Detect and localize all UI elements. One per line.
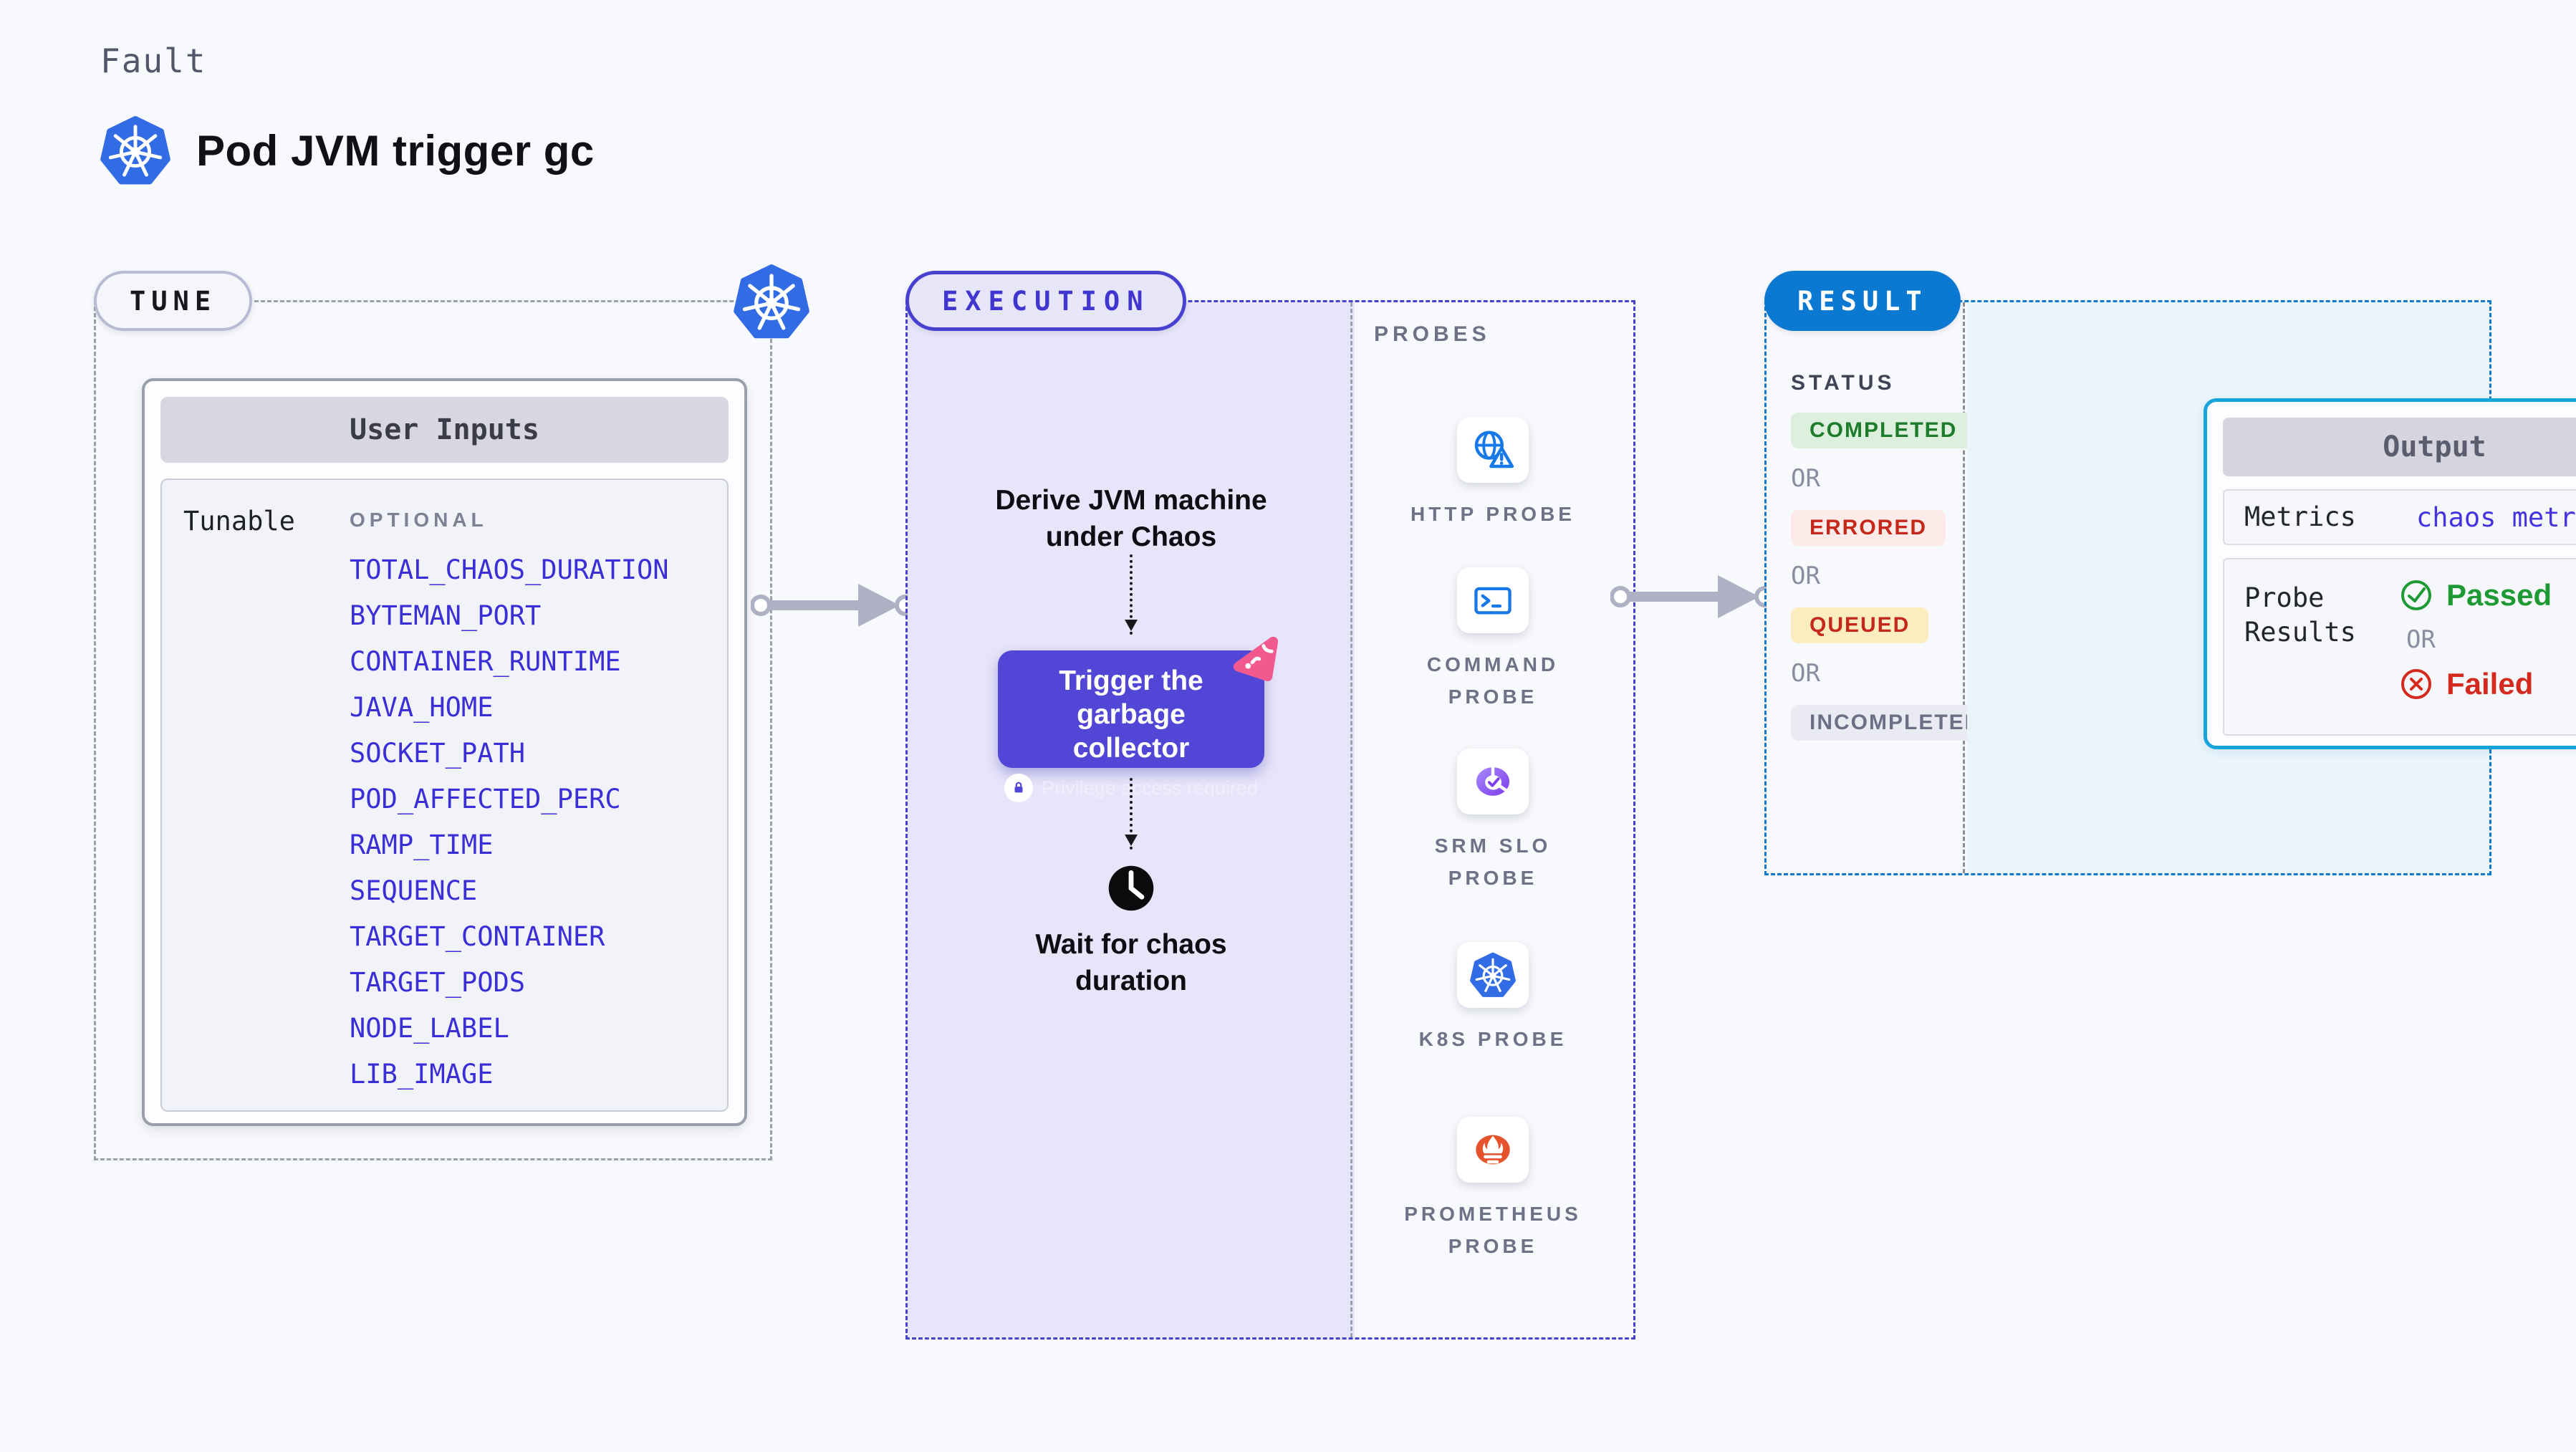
tunables-panel: Tunable OPTIONAL TOTAL_CHAOS_DURATION BY… xyxy=(160,479,729,1112)
tunable-row-label: Tunable xyxy=(183,506,295,537)
passed-label: Passed xyxy=(2446,578,2552,612)
page-title: Pod JVM trigger gc xyxy=(196,127,595,175)
probe-item-k8s: K8S PROBE xyxy=(1402,941,1585,1056)
status-badge-completed: COMPLETED xyxy=(1791,413,1976,448)
tunable-link[interactable]: JAVA_HOME xyxy=(350,692,494,723)
probe-results-row: Probe Results Passed OR xyxy=(2223,558,2576,736)
status-badge-errored: ERRORED xyxy=(1791,510,1946,546)
execution-badge: EXECUTION xyxy=(905,271,1187,331)
kubernetes-icon xyxy=(100,115,170,185)
tunable-link[interactable]: NODE_LABEL xyxy=(350,1013,509,1044)
probes-panel: PROBES HTTP PROBE xyxy=(1350,302,1633,1337)
or-label: OR xyxy=(1791,659,1820,688)
output-card: Output Metrics chaos metrics Probe Resul… xyxy=(2203,398,2576,749)
optional-column-label: OPTIONAL xyxy=(350,509,488,531)
execution-section: EXECUTION Derive JVM machine under Chaos… xyxy=(905,271,1635,1340)
tunable-link[interactable]: CONTAINER_RUNTIME xyxy=(350,646,621,677)
output-title: Output xyxy=(2223,418,2576,476)
derive-step-text: Derive JVM machine under Chaos xyxy=(995,485,1267,552)
command-probe-card[interactable] xyxy=(1457,567,1529,633)
tunable-link[interactable]: SOCKET_PATH xyxy=(350,738,526,769)
tunable-link[interactable]: TARGET_PODS xyxy=(350,967,526,998)
globe-alert-icon xyxy=(1474,431,1514,468)
chaos-metrics-link[interactable]: chaos metrics xyxy=(2416,501,2576,533)
probe-name: COMMAND PROBE xyxy=(1426,653,1559,708)
metrics-label: Metrics xyxy=(2244,501,2356,532)
result-section: RESULT STATUS COMPLETED OR ERRORED OR QU… xyxy=(1764,271,2576,875)
status-label: STATUS xyxy=(1791,371,1895,395)
trigger-gc-node: Trigger the garbage collector Privilege … xyxy=(998,636,1279,803)
or-label: OR xyxy=(2406,625,2436,654)
status-badge-incompleted: INCOMPLETED xyxy=(1791,705,2001,741)
x-circle-icon xyxy=(2401,669,2431,699)
probes-label: PROBES xyxy=(1374,322,1491,346)
prometheus-icon xyxy=(1476,1135,1510,1165)
check-circle-icon xyxy=(2401,580,2431,610)
probe-item-prometheus: PROMETHEUS PROBE xyxy=(1402,1116,1585,1263)
tunable-link[interactable]: BYTEMAN_PORT xyxy=(350,600,542,631)
privilege-note-text: Privilege access required xyxy=(1042,777,1258,799)
terminal-icon xyxy=(1474,587,1512,615)
result-badge: RESULT xyxy=(1764,271,1961,331)
tunable-list: TOTAL_CHAOS_DURATION BYTEMAN_PORT CONTAI… xyxy=(350,556,669,1106)
tunable-link[interactable]: TOTAL_CHAOS_DURATION xyxy=(350,554,669,585)
user-inputs-card: User Inputs Tunable OPTIONAL TOTAL_CHAOS… xyxy=(142,378,747,1126)
probe-name: SRM SLO PROBE xyxy=(1434,835,1552,890)
tunable-link[interactable]: LIB_IMAGE xyxy=(350,1059,494,1090)
dotted-connector xyxy=(1125,554,1138,635)
tunable-link[interactable]: SEQUENCE xyxy=(350,875,478,906)
k8s-probe-card[interactable] xyxy=(1457,941,1529,1008)
status-badge-queued: QUEUED xyxy=(1791,607,1929,643)
slo-donut-icon xyxy=(1476,766,1510,797)
fault-kicker: Fault xyxy=(100,42,207,80)
probe-results-values: Passed OR Failed xyxy=(2399,578,2552,701)
metrics-row: Metrics chaos metrics xyxy=(2223,489,2576,545)
probe-name: K8S PROBE xyxy=(1418,1027,1567,1050)
trigger-gc-title: Trigger the garbage collector xyxy=(1059,665,1203,764)
clock-icon xyxy=(1108,865,1154,911)
probe-item-command: COMMAND PROBE xyxy=(1402,567,1585,713)
user-inputs-title: User Inputs xyxy=(160,397,729,463)
probe-name: PROMETHEUS PROBE xyxy=(1404,1202,1582,1257)
kubernetes-icon xyxy=(1470,952,1516,997)
probe-item-srm-slo: SRM SLO PROBE xyxy=(1402,749,1585,895)
prometheus-probe-card[interactable] xyxy=(1457,1116,1529,1183)
execution-flow-pane: Derive JVM machine under Chaos Trigger t… xyxy=(908,302,1355,1337)
or-label: OR xyxy=(1791,464,1820,493)
tunable-link[interactable]: TARGET_CONTAINER xyxy=(350,921,605,952)
passed-line: Passed xyxy=(2399,578,2552,612)
probe-results-label: Probe Results xyxy=(2244,582,2356,648)
output-area: Output Metrics chaos metrics Probe Resul… xyxy=(1967,302,2576,873)
wait-step-text: Wait for chaos duration xyxy=(1035,929,1227,996)
dotted-connector xyxy=(1125,778,1138,850)
probe-item-http: HTTP PROBE xyxy=(1402,417,1585,531)
kubernetes-icon xyxy=(734,264,809,339)
chaos-cursor-icon xyxy=(1233,636,1279,682)
failed-line: Failed xyxy=(2399,667,2552,701)
privilege-note: Privilege access required xyxy=(998,774,1264,803)
or-label: OR xyxy=(1791,562,1820,590)
flow-arrow-icon xyxy=(751,584,915,627)
tunable-link[interactable]: POD_AFFECTED_PERC xyxy=(350,784,621,814)
flow-arrow-icon xyxy=(1610,575,1775,618)
srm-slo-probe-card[interactable] xyxy=(1457,749,1529,815)
probe-name: HTTP PROBE xyxy=(1410,503,1575,525)
status-column: STATUS COMPLETED OR ERRORED OR QUEUED OR… xyxy=(1767,302,2001,873)
lock-icon xyxy=(1004,774,1034,803)
tune-section: TUNE User Inputs Tunable OPTIONAL TOTAL_… xyxy=(94,264,809,1160)
failed-label: Failed xyxy=(2446,667,2534,701)
tune-badge: TUNE xyxy=(94,271,253,331)
probe-list: HTTP PROBE COMMAND PROBE xyxy=(1352,302,1633,1262)
tunable-link[interactable]: RAMP_TIME xyxy=(350,830,494,860)
http-probe-card[interactable] xyxy=(1457,417,1529,483)
